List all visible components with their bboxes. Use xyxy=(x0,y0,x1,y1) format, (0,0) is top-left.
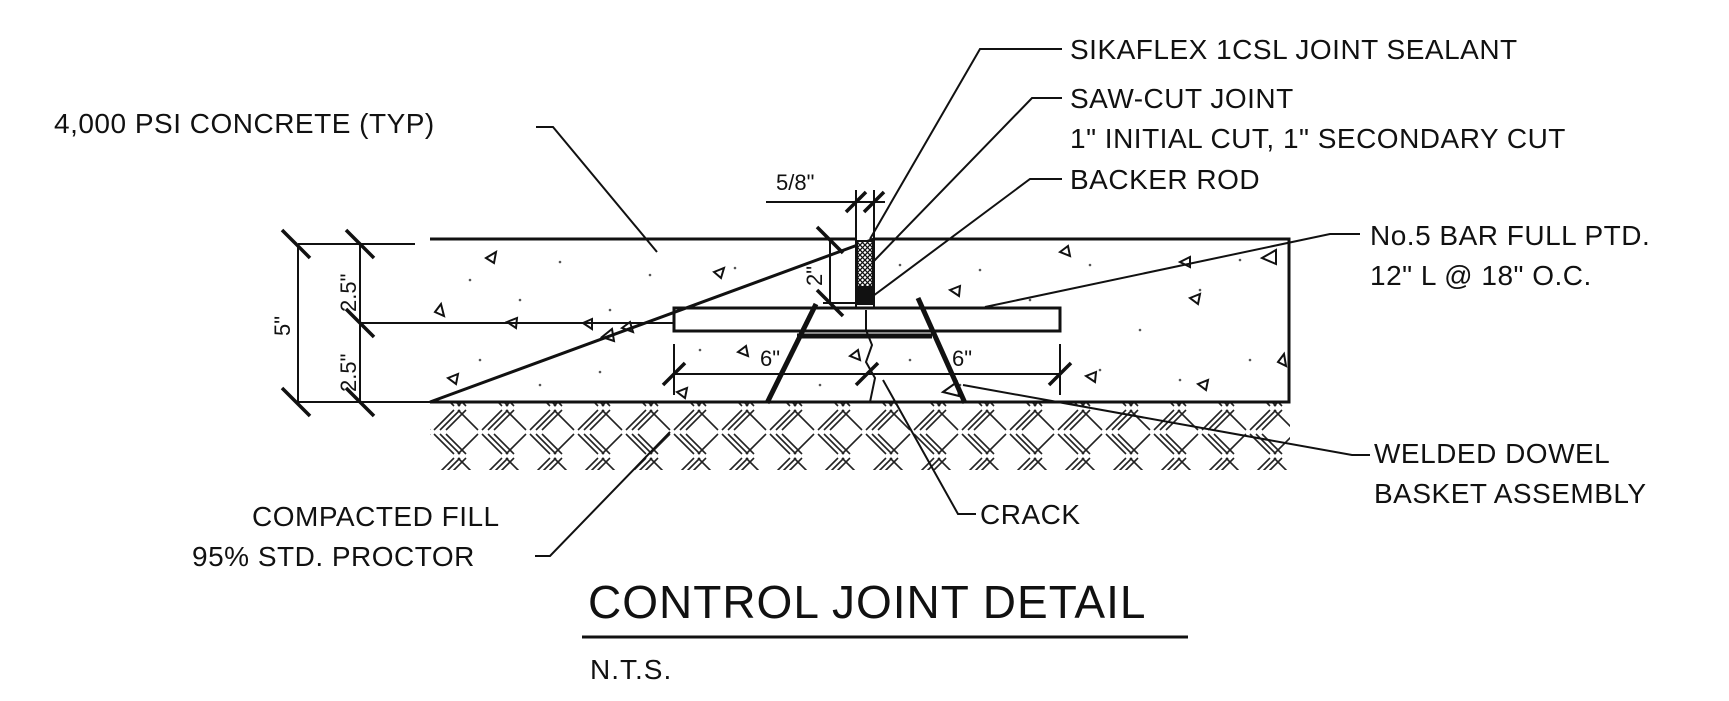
saw-cut-label: SAW-CUT JOINT xyxy=(1070,83,1294,114)
slab-lower-label: 2.5" xyxy=(336,354,361,392)
leader-lines xyxy=(535,48,1370,557)
dowel-right-label: 6" xyxy=(952,346,972,371)
saw-cut-detail-label: 1" INITIAL CUT, 1" SECONDARY CUT xyxy=(1070,123,1566,154)
dowel-dimension xyxy=(661,344,1073,395)
joint-depth-dimension xyxy=(815,225,856,318)
dowel-basket xyxy=(764,296,968,405)
dowel-basket-label: WELDED DOWEL xyxy=(1374,438,1610,469)
slab-upper-label: 2.5" xyxy=(336,274,361,312)
sealant-label: SIKAFLEX 1CSL JOINT SEALANT xyxy=(1070,34,1518,65)
backer-rod-label: BACKER ROD xyxy=(1070,164,1260,195)
drawing-scale-note: N.T.S. xyxy=(590,654,672,685)
bar-label: No.5 BAR FULL PTD. xyxy=(1370,220,1650,251)
slab-thickness-dimension xyxy=(280,228,674,418)
backer-rod xyxy=(857,287,873,305)
dowel-basket-label-2: BASKET ASSEMBLY xyxy=(1374,478,1647,509)
joint-depth-label: 2" xyxy=(802,266,827,286)
compacted-fill-hatch xyxy=(430,403,1290,479)
fill-label: COMPACTED FILL xyxy=(252,501,500,532)
fill-proctor-label: 95% STD. PROCTOR xyxy=(192,541,475,572)
joint-sealant xyxy=(856,240,874,288)
dowel-left-label: 6" xyxy=(760,346,780,371)
crack-label: CRACK xyxy=(980,499,1081,530)
bar-spacing-label: 12" L @ 18" O.C. xyxy=(1370,260,1592,291)
concrete-label: 4,000 PSI CONCRETE (TYP) xyxy=(54,108,435,139)
saw-cut-joint xyxy=(855,239,875,308)
concrete-slab xyxy=(429,237,1291,404)
drawing-title: CONTROL JOINT DETAIL xyxy=(588,576,1146,628)
joint-width-label: 5/8" xyxy=(776,170,814,195)
joint-width-dimension xyxy=(766,190,886,239)
crack-line xyxy=(864,310,877,403)
slab-total-label: 5" xyxy=(270,316,295,336)
